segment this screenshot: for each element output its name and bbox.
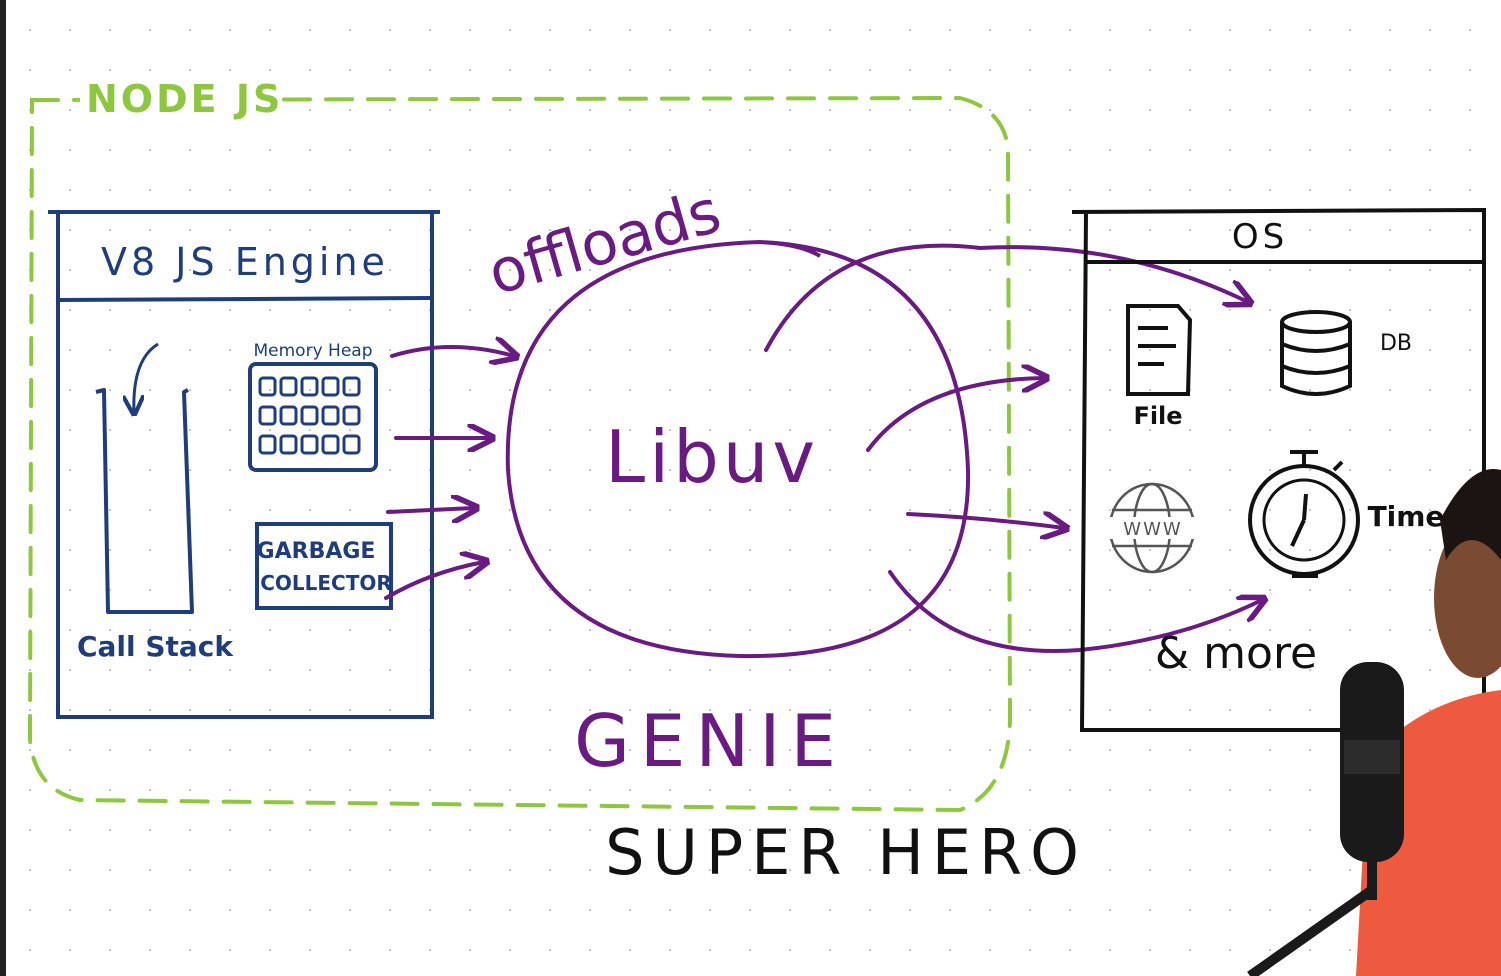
heap-cell: [258, 405, 277, 426]
libuv-to-os-arrows: [764, 243, 1262, 653]
v8-engine-box: V8 JS Engine: [48, 210, 440, 719]
www-label: WWW: [1123, 519, 1182, 540]
os-title: OS: [1232, 217, 1288, 257]
heap-cell: [279, 434, 298, 455]
call-stack: Call Stack: [77, 342, 234, 663]
arrow-icon: [906, 514, 1064, 528]
arrow-icon: [764, 243, 1248, 352]
nodejs-title: NODE JS: [86, 77, 283, 121]
v8-engine-title: V8 JS Engine: [101, 240, 389, 284]
os-box: OS File DB WWW: [1071, 207, 1486, 732]
file-label: File: [1133, 402, 1182, 430]
presenter-webcam: [1247, 469, 1501, 976]
www-label-bg: [1108, 517, 1198, 539]
libuv-label: Libuv: [605, 415, 819, 499]
file-icon: [1126, 304, 1193, 396]
microphone-icon: [1247, 662, 1404, 976]
heap-cell: [258, 376, 277, 397]
offloads-label: offloads: [481, 176, 729, 309]
arrow-icon: [386, 508, 474, 512]
arrow-icon: [390, 347, 514, 356]
heap-cell: [300, 376, 319, 397]
garbage-collector: GARBAGE COLLECTOR: [255, 522, 393, 610]
database-icon: [1280, 310, 1352, 396]
presenter-face: [1434, 518, 1501, 678]
genie-caption: GENIE: [574, 699, 846, 783]
presenter-hair: [1440, 469, 1501, 560]
heap-cell: [321, 434, 340, 455]
heap-cell: [300, 405, 319, 426]
heap-cell: [300, 434, 319, 455]
more-label: & more: [1155, 628, 1317, 679]
memory-heap: Memory Heap: [248, 341, 378, 472]
heap-cell: [321, 405, 340, 426]
heap-cell: [342, 376, 361, 397]
heap-cell: [342, 434, 361, 455]
nodejs-title-bg: [80, 76, 280, 120]
memory-heap-grid: [258, 376, 361, 455]
nodejs-boundary: [27, 95, 1013, 813]
call-stack-label: Call Stack: [77, 630, 234, 663]
timer-label: Time: [1368, 500, 1445, 533]
heap-cell: [279, 405, 298, 426]
heap-cell: [321, 376, 340, 397]
gc-label-line1: GARBAGE: [257, 539, 376, 564]
memory-heap-label: Memory Heap: [254, 341, 373, 361]
canvas-left-edge: [0, 0, 6, 976]
v8-to-libuv-arrows: [384, 347, 514, 600]
heap-cell: [279, 376, 298, 397]
stopwatch-icon: [1248, 450, 1360, 578]
superhero-caption: SUPER HERO: [605, 816, 1087, 889]
push-arrow-icon: [134, 342, 159, 412]
gc-label-line2: COLLECTOR: [260, 571, 392, 595]
db-label: DB: [1380, 331, 1412, 356]
arrow-icon: [384, 562, 484, 600]
heap-cell: [258, 434, 277, 455]
arrow-icon: [866, 378, 1044, 452]
arrow-icon: [888, 570, 1262, 653]
heap-cell: [342, 405, 361, 426]
